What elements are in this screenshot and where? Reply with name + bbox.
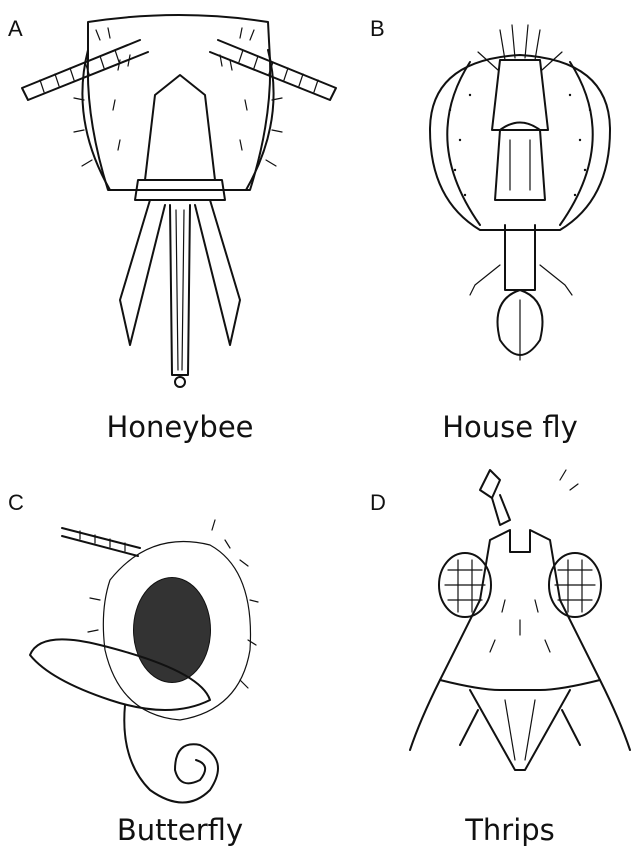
honeybee-head-drawing — [22, 15, 336, 387]
thrips-head-drawing — [410, 470, 630, 770]
butterfly-head-drawing — [30, 520, 258, 803]
housefly-head-drawing — [430, 25, 610, 360]
